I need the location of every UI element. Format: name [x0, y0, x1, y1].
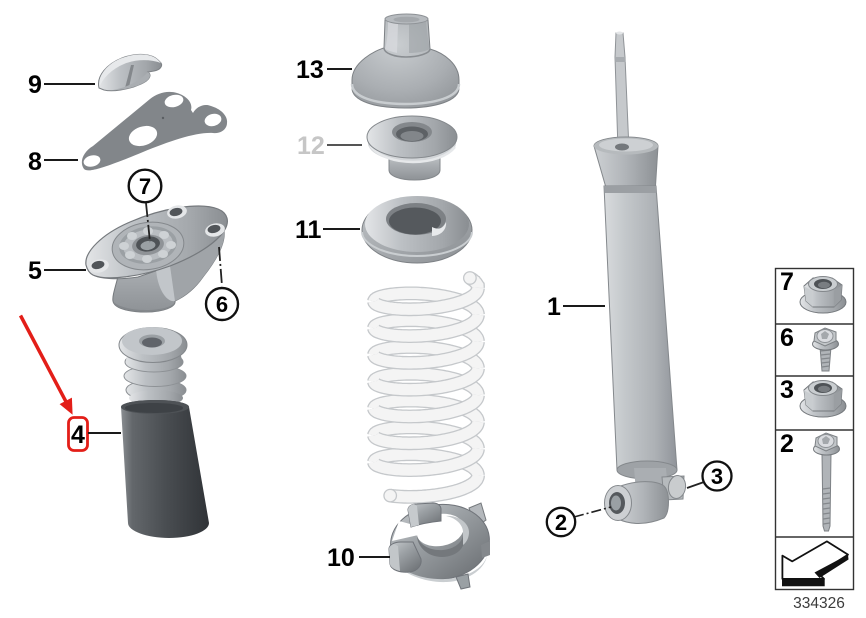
svg-text:12: 12: [297, 132, 325, 160]
svg-text:3: 3: [780, 376, 794, 404]
svg-text:8: 8: [28, 148, 42, 176]
svg-text:6: 6: [780, 324, 794, 352]
svg-text:6: 6: [216, 292, 228, 317]
svg-text:7: 7: [139, 174, 151, 199]
svg-text:13: 13: [296, 56, 324, 84]
svg-text:3: 3: [711, 464, 723, 489]
svg-text:9: 9: [28, 71, 42, 99]
svg-text:10: 10: [327, 544, 355, 572]
svg-text:1: 1: [547, 293, 561, 321]
svg-text:5: 5: [28, 257, 42, 285]
svg-text:11: 11: [295, 216, 322, 244]
svg-text:334326: 334326: [793, 595, 845, 612]
svg-text:2: 2: [555, 510, 567, 535]
svg-text:7: 7: [780, 268, 794, 296]
svg-text:2: 2: [780, 430, 794, 458]
svg-text:4: 4: [71, 421, 85, 449]
